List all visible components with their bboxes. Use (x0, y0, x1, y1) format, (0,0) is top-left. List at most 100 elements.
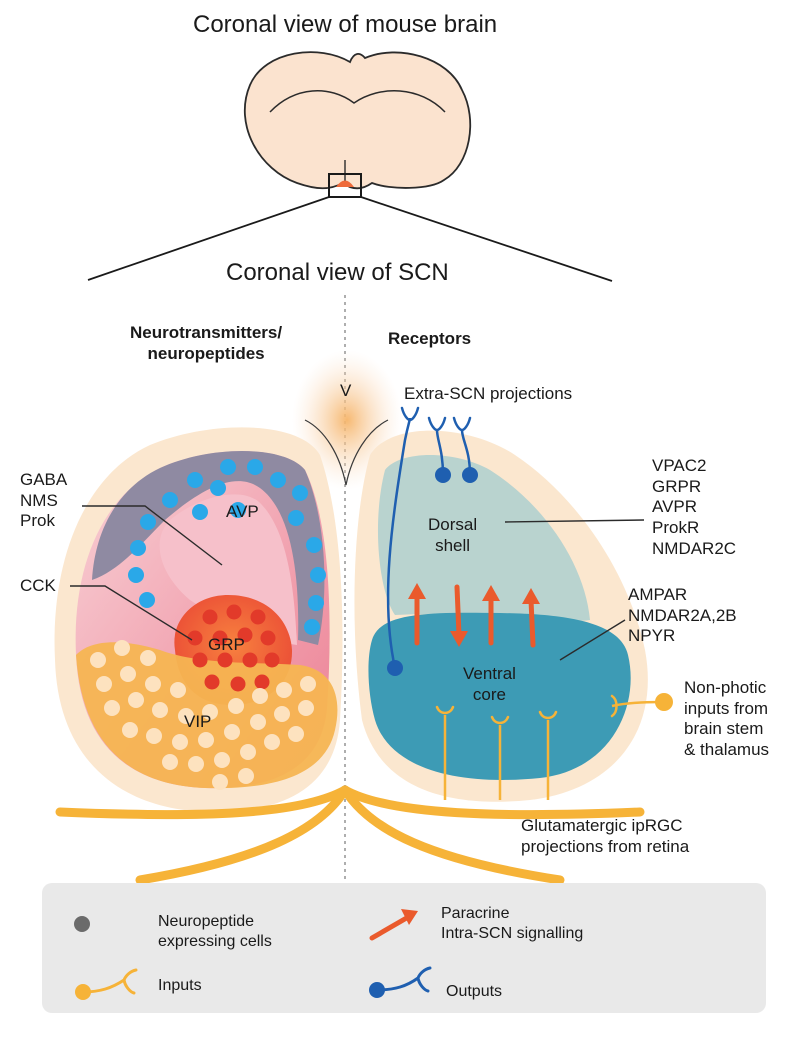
output-terminal (387, 660, 403, 676)
grp-cell (264, 652, 280, 668)
vip-cell (162, 754, 178, 770)
avp-cell (192, 504, 208, 520)
right-heading: Receptors (388, 329, 472, 348)
zoom-line-left (87, 196, 330, 281)
vip-cell (104, 700, 120, 716)
paracrine-arrow-head (408, 583, 426, 599)
right-scn-details (386, 406, 673, 800)
output-terminal (435, 467, 451, 483)
grp-cell (217, 652, 233, 668)
grp-label: GRP (208, 635, 245, 654)
vip-cell (224, 724, 240, 740)
non-photic-input-terminal (655, 693, 673, 711)
vip-cell (214, 752, 230, 768)
legend-paracrine-label: Paracrine Intra-SCN signalling (441, 905, 584, 942)
grp-cell (226, 604, 242, 620)
vip-cell (114, 640, 130, 656)
legend-box (42, 883, 766, 1013)
glutamatergic-label: Glutamatergic ipRGC projections from ret… (521, 816, 690, 856)
left-heading: Neurotransmitters/ neuropeptides (130, 323, 283, 363)
legend-inputs-label: Inputs (158, 977, 202, 994)
avp-cell (270, 472, 286, 488)
vip-cell (202, 704, 218, 720)
gaba-leader (82, 505, 223, 566)
avp-cell (162, 492, 178, 508)
vip-cell (288, 726, 304, 742)
scn-spot (336, 180, 354, 187)
avp-cell (210, 480, 226, 496)
vip-cell (90, 652, 106, 668)
vip-cell (128, 692, 144, 708)
vip-cell (96, 676, 112, 692)
vip-cell (298, 700, 314, 716)
tract-right-upper (340, 785, 645, 820)
vip-cell (264, 734, 280, 750)
grp-cell (254, 674, 270, 690)
extra-scn-label: Extra-SCN projections (404, 384, 573, 403)
avp-cell (187, 472, 203, 488)
vip-label: VIP (184, 712, 212, 731)
avp-cell (304, 619, 320, 635)
grp-cell (192, 652, 208, 668)
avp-cell (140, 514, 156, 530)
vip-cell (198, 732, 214, 748)
input-terminal-icon (75, 968, 138, 1000)
grp-cell (237, 627, 253, 643)
input-fork (435, 705, 455, 715)
grp-cell (242, 652, 258, 668)
vip-cell (250, 714, 266, 730)
cck-leader (70, 585, 193, 641)
vip-cell (145, 676, 161, 692)
avp-cell (310, 567, 326, 583)
leader-lines (70, 505, 645, 661)
paracrine-arrow-shaft (454, 584, 462, 638)
vip-cell (238, 768, 254, 784)
ventricle-label: V (340, 381, 352, 400)
brain-outline (244, 51, 472, 190)
dorsal-shell (377, 455, 590, 622)
paracrine-arrow-head (450, 631, 468, 647)
vip-cell (120, 666, 136, 682)
ventricle-outline (304, 419, 389, 486)
input-fork (538, 710, 558, 720)
ventral-core-label: Ventral core (463, 664, 516, 704)
vip-cell (146, 728, 162, 744)
vip-cell (240, 744, 256, 760)
avp-region (92, 450, 325, 645)
vip-cell (172, 734, 188, 750)
avp-cell (128, 567, 144, 583)
grey-cell-dot-icon (74, 916, 90, 932)
input-fork (490, 715, 510, 725)
grp-cell (187, 630, 203, 646)
avp-cell (247, 459, 263, 475)
dorsal-receptors-label: VPAC2 GRPR AVPR ProkR NMDAR2C (652, 456, 737, 558)
avp-cell (288, 510, 304, 526)
vip-cell (212, 774, 228, 790)
grp-cell (202, 609, 218, 625)
non-photic-inputs-label: Non-photic inputs from brain stem & thal… (684, 678, 770, 760)
avp-cell (292, 485, 308, 501)
output-terminal-icon (369, 966, 432, 998)
zoom-box (328, 173, 362, 198)
vip-cell (228, 698, 244, 714)
output-fork (427, 416, 447, 432)
tract-left-lower (135, 785, 350, 885)
paracrine-arrow-shaft (528, 597, 536, 648)
gaba-nms-prok-label: GABA NMS Prok (20, 470, 68, 531)
legend-cells-label: Neuropeptide expressing cells (158, 913, 272, 950)
paracrine-arrow-head (522, 588, 540, 604)
vip-cell (300, 676, 316, 692)
grp-cell (212, 630, 228, 646)
page-title: Coronal view of mouse brain (193, 11, 498, 38)
tract-left-upper (55, 785, 350, 820)
vip-cell (152, 702, 168, 718)
vip-cell (276, 682, 292, 698)
left-cell-groups (90, 459, 326, 790)
avp-cell (220, 459, 236, 475)
output-fork (400, 406, 420, 422)
zoom-line-right (360, 196, 613, 282)
corpus-callosum-line (269, 90, 446, 113)
paracrine-arrow-head (482, 585, 500, 601)
